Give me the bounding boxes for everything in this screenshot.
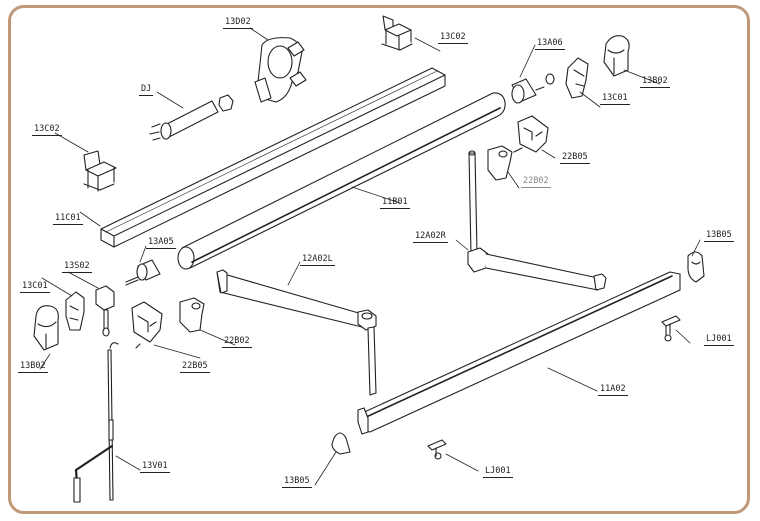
leader-lines xyxy=(39,27,701,486)
label-13c02-top: 13C02 xyxy=(438,32,468,44)
label-13c02-left: 13C02 xyxy=(32,124,62,136)
part-13b02-left-cap xyxy=(33,305,59,351)
label-13v01: 13V01 xyxy=(140,461,170,473)
label-13a05: 13A05 xyxy=(146,237,176,249)
label-11b01: 11B01 xyxy=(380,197,410,209)
part-lj001-bottom-fitting xyxy=(427,439,447,460)
label-13b02-top: 13B02 xyxy=(640,76,670,88)
label-13b02-left: 13B02 xyxy=(18,361,48,373)
label-12a02l: 12A02L xyxy=(300,254,335,266)
label-13a06: 13A06 xyxy=(535,38,565,50)
label-13b05-bottom: 13B05 xyxy=(282,476,312,488)
part-11a02-front-bar xyxy=(357,271,681,435)
part-22b02-top-clamp xyxy=(487,145,513,181)
label-13c01-left: 13C01 xyxy=(20,281,50,293)
label-22b05-top: 22B05 xyxy=(560,152,590,164)
part-13d02-bracket xyxy=(254,37,307,103)
part-13b05-bottom-endcap xyxy=(331,432,351,455)
label-lj001-bottom: LJ001 xyxy=(483,466,513,478)
part-13v01-crank-handle xyxy=(73,342,119,503)
part-13s02-gear-housing xyxy=(95,285,115,337)
part-13a06-cylinder xyxy=(511,73,555,104)
part-13b05-right-endcap xyxy=(687,251,705,283)
part-dj-motor xyxy=(149,94,234,141)
diagram-frame xyxy=(8,5,750,514)
part-22b02-left-clamp xyxy=(179,297,205,333)
part-13a05-cylinder xyxy=(125,259,161,286)
label-22b02-left: 22B02 xyxy=(222,336,252,348)
part-13b02-top-cap xyxy=(603,35,630,77)
label-11a02: 11A02 xyxy=(598,384,628,396)
label-11c01: 11C01 xyxy=(53,213,83,225)
label-13c01-top: 13C01 xyxy=(600,93,630,105)
label-13d02: 13D02 xyxy=(223,17,253,29)
part-lj001-right-fitting xyxy=(661,315,681,342)
part-12a02l-left-arm xyxy=(216,269,377,396)
label-12a02r: 12A02R xyxy=(413,231,448,243)
label-13s02: 13S02 xyxy=(62,261,92,273)
part-13c02-left-bracket xyxy=(83,150,117,192)
part-11c01-square-bar xyxy=(100,67,446,248)
part-13c01-top-clip xyxy=(565,57,589,99)
part-22b05-left-housing xyxy=(131,301,163,349)
label-22b02-top: 22B02 xyxy=(521,176,551,188)
part-12a02r-right-arm xyxy=(467,150,607,291)
part-13c01-left-clip xyxy=(65,291,85,331)
part-22b05-top-housing xyxy=(513,115,549,153)
label-22b05-left: 22B05 xyxy=(180,361,210,373)
part-11b01-round-tube xyxy=(177,92,506,270)
label-dj: DJ xyxy=(139,84,154,96)
label-lj001-right: LJ001 xyxy=(704,334,734,346)
part-13c02-top-bracket xyxy=(381,15,413,51)
label-13b05-right: 13B05 xyxy=(704,230,734,242)
